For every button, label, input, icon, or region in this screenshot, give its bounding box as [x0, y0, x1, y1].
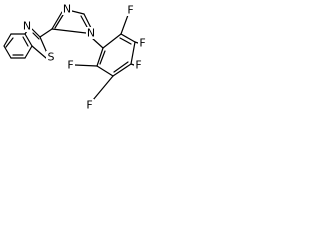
aryl-bond-5: [96, 65, 114, 77]
aryl-double-2: [113, 61, 129, 73]
label-bg-f-top: [126, 4, 135, 16]
atom-label-n-imine: N: [63, 3, 71, 16]
imid-n1-c2: [51, 28, 87, 34]
label-bg-f-upper-right: [138, 37, 147, 49]
benzo-bond-4: [24, 45, 33, 59]
aryl-bond-2: [120, 33, 136, 43]
label-bg-f-left: [66, 59, 75, 71]
label-bg-n-imid: [86, 27, 96, 39]
label-bg-n-bzt: [22, 20, 32, 32]
imid-c4-c5-double: [80, 15, 88, 28]
molecule-structure: S N N N F F F F F: [3, 3, 147, 112]
cf-bond-right: [130, 63, 135, 66]
atom-label-n-bzt: N: [23, 20, 31, 33]
label-bg-f-right: [134, 59, 143, 71]
cf-bond-upper-right: [134, 41, 139, 44]
atom-label-f-bottom: F: [86, 99, 92, 112]
benzo-bond-5: [24, 33, 33, 47]
aryl-bond-3: [130, 41, 136, 65]
benzo-double-3: [22, 36, 29, 47]
atom-label-f-top: F: [127, 4, 133, 17]
atom-label-n-imid: N: [87, 27, 95, 40]
n-aryl-bond: [91, 37, 104, 49]
aryl-bond-4: [112, 63, 132, 77]
cf-bond-left: [74, 64, 98, 67]
benzo-bond-2: [3, 45, 12, 59]
benzo-double-1: [5, 37, 14, 48]
imid-c2-n3: [51, 11, 63, 30]
benzo-bond-1: [3, 33, 12, 47]
label-bg-s1: [46, 51, 56, 63]
aryl-bond-6: [96, 47, 104, 67]
aryl-double-3: [99, 50, 106, 65]
link-bond: [39, 28, 53, 38]
imid-n3-c4: [71, 10, 85, 15]
label-bg-f-bottom: [85, 99, 94, 111]
atom-label-f-right: F: [135, 59, 141, 72]
thiazole-c2-s: [39, 36, 48, 54]
atom-label-s: S: [48, 51, 55, 64]
thiazole-n-c2-double: [32, 32, 40, 40]
thiazole-s-c: [31, 45, 47, 59]
atom-label-layer: S N N N F F F F F: [22, 3, 147, 112]
imid-c2-n3-double: [54, 14, 64, 29]
aryl-double-1: [119, 37, 132, 45]
cf-bond-bottom: [92, 75, 114, 101]
atom-label-f-upper-right: F: [139, 37, 145, 50]
label-bg-n-imine: [62, 3, 72, 15]
cf-bond-top: [120, 14, 129, 35]
bond-layer: [3, 10, 139, 101]
imid-c4-c5: [83, 13, 92, 29]
thiazole-n-c2: [31, 28, 41, 38]
atom-label-f-left: F: [67, 59, 73, 72]
aryl-bond-1: [102, 33, 122, 49]
